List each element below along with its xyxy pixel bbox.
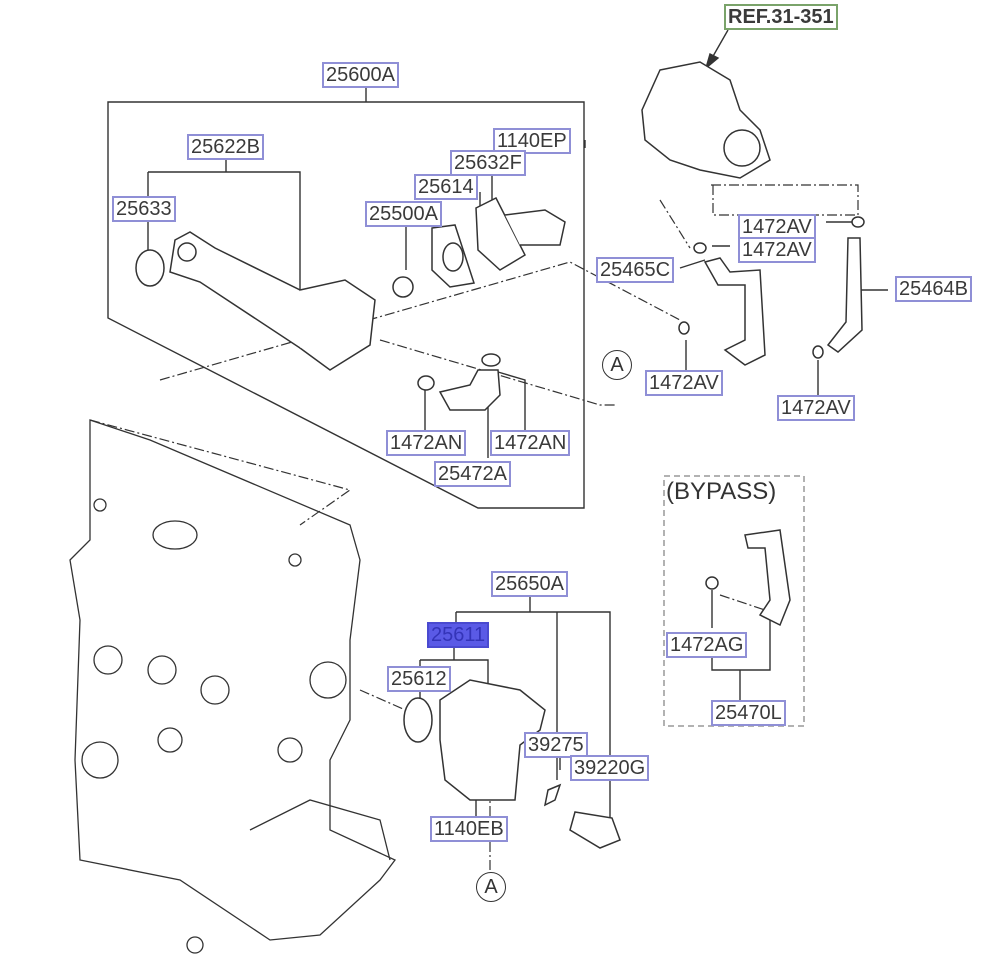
- part-label-25600A[interactable]: 25600A: [322, 62, 399, 88]
- part-label-25470L[interactable]: 25470L: [711, 700, 786, 726]
- part-label-25465C[interactable]: 25465C: [596, 257, 675, 283]
- part-label-25612[interactable]: 25612: [387, 666, 451, 692]
- gasket-25612: [403, 697, 433, 743]
- housing-25632F: [475, 196, 526, 271]
- part-label-1140EP[interactable]: 1140EP: [493, 128, 571, 154]
- part-label-25472A[interactable]: 25472A: [434, 461, 511, 487]
- part-label-39275[interactable]: 39275: [524, 732, 588, 758]
- hose-25470L: [744, 529, 791, 627]
- part-label-1472AV-upper-left[interactable]: 1472AV: [738, 237, 816, 263]
- engine-block-drawing: [69, 419, 397, 954]
- callout-a-upper[interactable]: A: [602, 350, 632, 380]
- part-label-1472AV-lower-right[interactable]: 1472AV: [777, 395, 855, 421]
- thermostat-housing-25611: [439, 679, 546, 801]
- bypass-frame: [663, 475, 805, 727]
- part-label-25632F[interactable]: 25632F: [450, 150, 526, 176]
- sensor-39220G: [569, 811, 621, 849]
- part-label-39220G[interactable]: 39220G: [570, 755, 650, 781]
- part-label-1472AN-left[interactable]: 1472AN: [386, 430, 467, 456]
- part-label-1472AV-lower-left[interactable]: 1472AV: [645, 370, 723, 396]
- hose-25465C: [703, 257, 766, 366]
- callout-a-lower[interactable]: A: [476, 872, 506, 902]
- part-label-1140EB[interactable]: 1140EB: [430, 816, 508, 842]
- part-label-25464B[interactable]: 25464B: [895, 276, 972, 302]
- part-label-1472AG[interactable]: 1472AG: [666, 632, 748, 658]
- thermostat-25500A: [392, 276, 414, 298]
- hose-25472A: [438, 369, 501, 411]
- part-label-1472AV-upper-right[interactable]: 1472AV: [738, 214, 816, 240]
- clip-39275: [543, 783, 562, 807]
- part-label-25500A[interactable]: 25500A: [365, 201, 442, 227]
- part-label-25650A[interactable]: 25650A: [491, 571, 568, 597]
- part-label-25622B[interactable]: 25622B: [187, 134, 264, 160]
- part-label-25614[interactable]: 25614: [414, 174, 478, 200]
- part-label-1472AN-right[interactable]: 1472AN: [490, 430, 571, 456]
- part-label-25633[interactable]: 25633: [112, 196, 176, 222]
- assembly-frame-25600A: [107, 101, 585, 509]
- oring-25633: [135, 249, 165, 287]
- ref-label-31-351[interactable]: REF.31-351: [724, 4, 838, 30]
- bypass-title: (BYPASS): [666, 478, 777, 505]
- part-label-25611-selected[interactable]: 25611: [427, 622, 490, 648]
- hose-25464B: [826, 237, 863, 353]
